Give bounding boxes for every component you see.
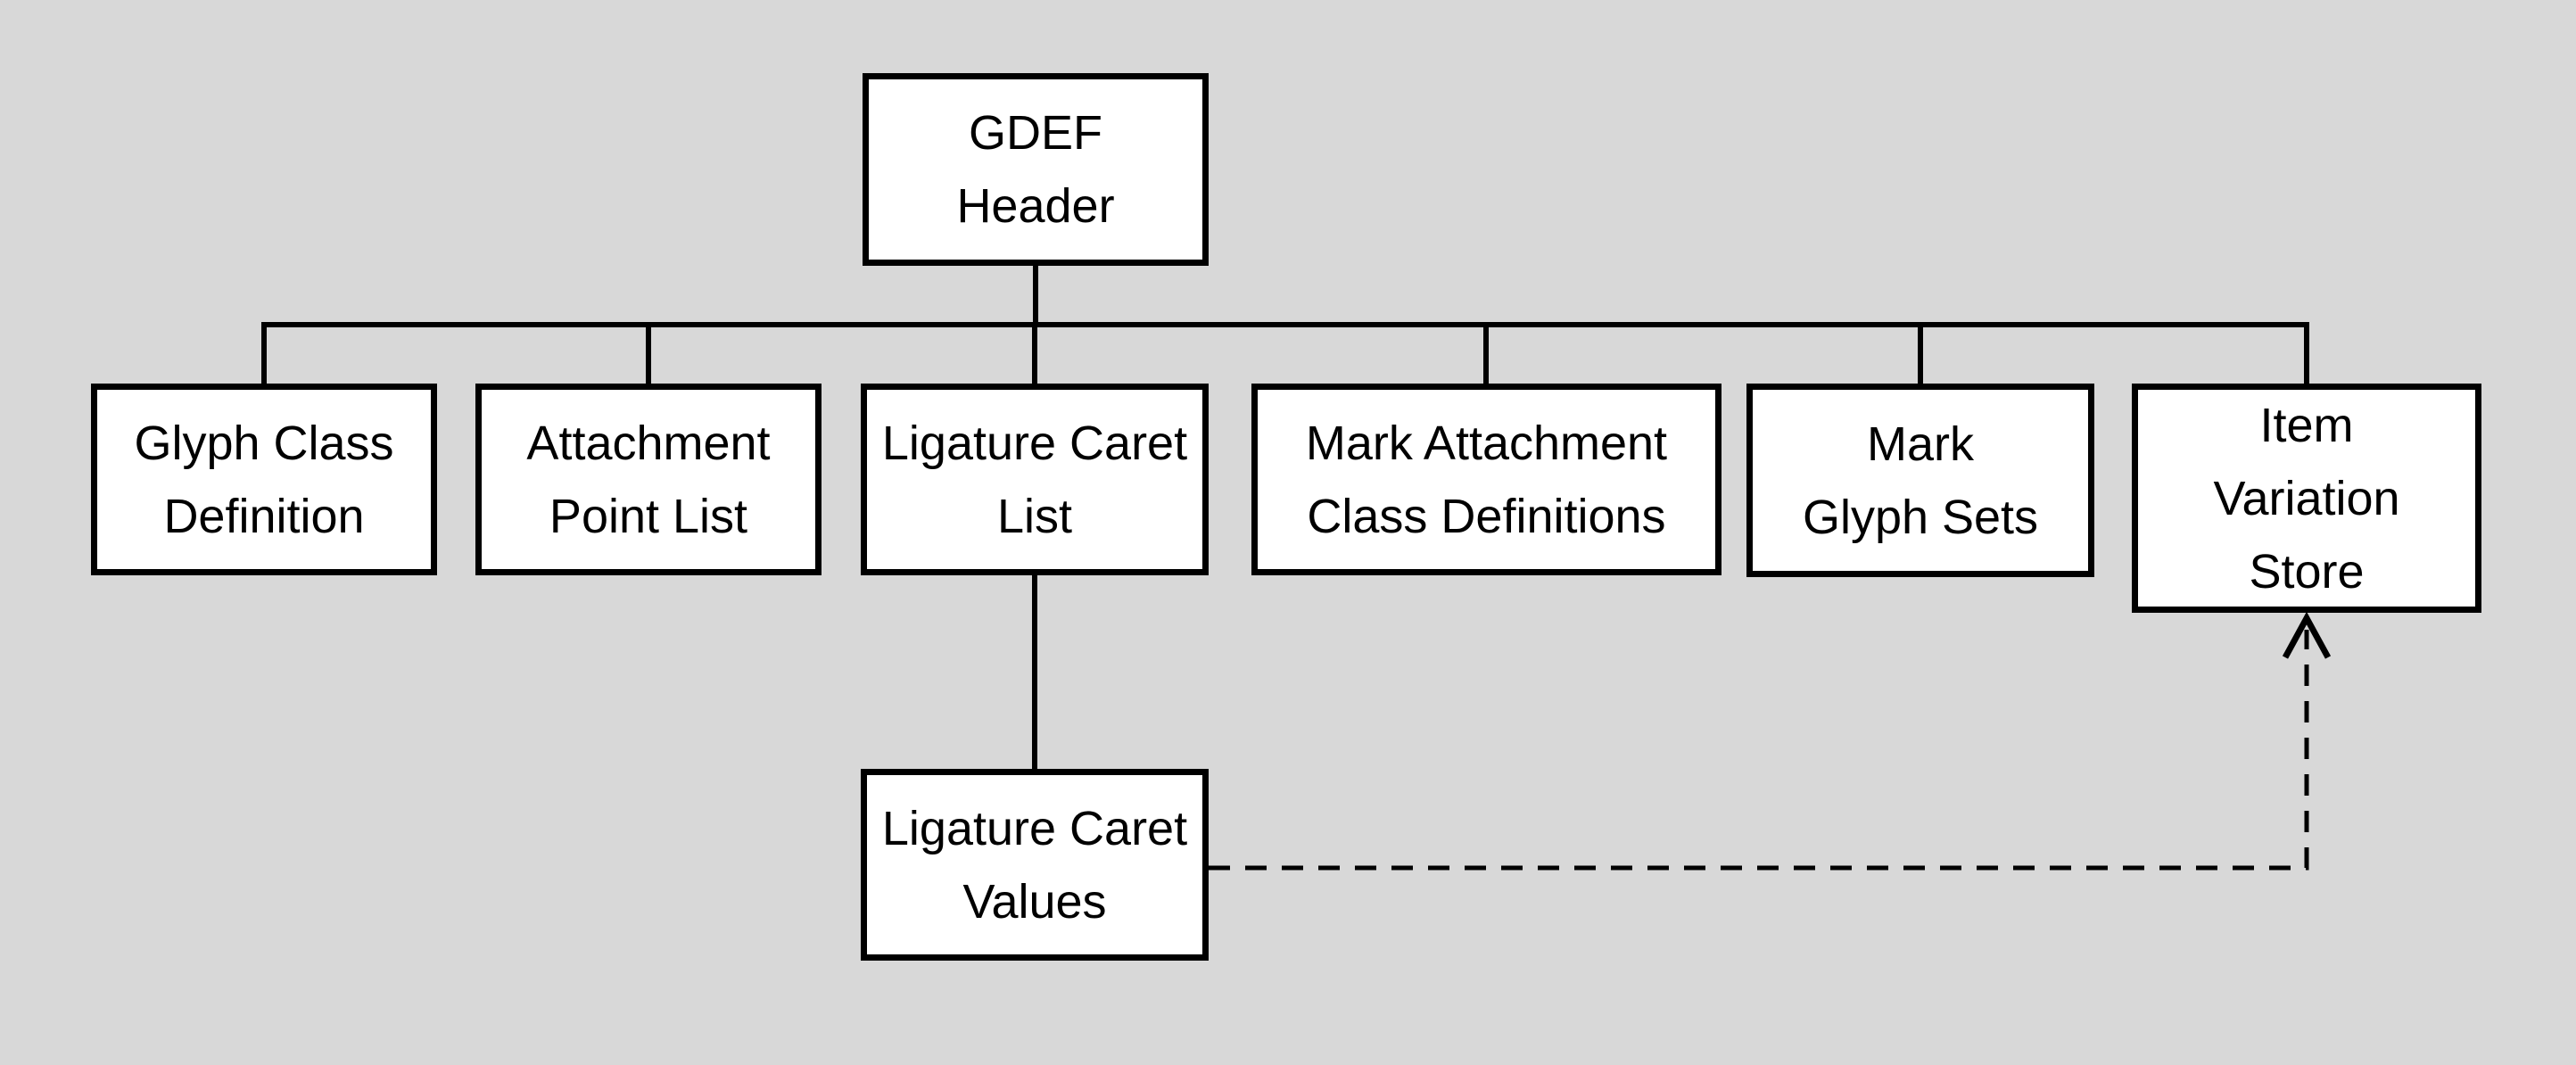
node-mark-glyph-sets: Mark Glyph Sets	[1746, 384, 2094, 577]
node-attachment-point-list: Attachment Point List	[475, 384, 822, 575]
node-ligature-caret-list: Ligature Caret List	[861, 384, 1209, 575]
node-gdef-header: GDEF Header	[863, 73, 1209, 266]
arrowhead-item-variation	[2282, 611, 2332, 659]
node-glyph-class-definition: Glyph Class Definition	[91, 384, 437, 575]
edge-values-to-item-variation-dashed	[1209, 630, 2309, 871]
node-item-variation-store: Item Variation Store	[2132, 384, 2481, 613]
node-ligature-caret-values: Ligature Caret Values	[861, 769, 1209, 961]
node-mark-attachment-class-definitions: Mark Attachment Class Definitions	[1251, 384, 1721, 575]
